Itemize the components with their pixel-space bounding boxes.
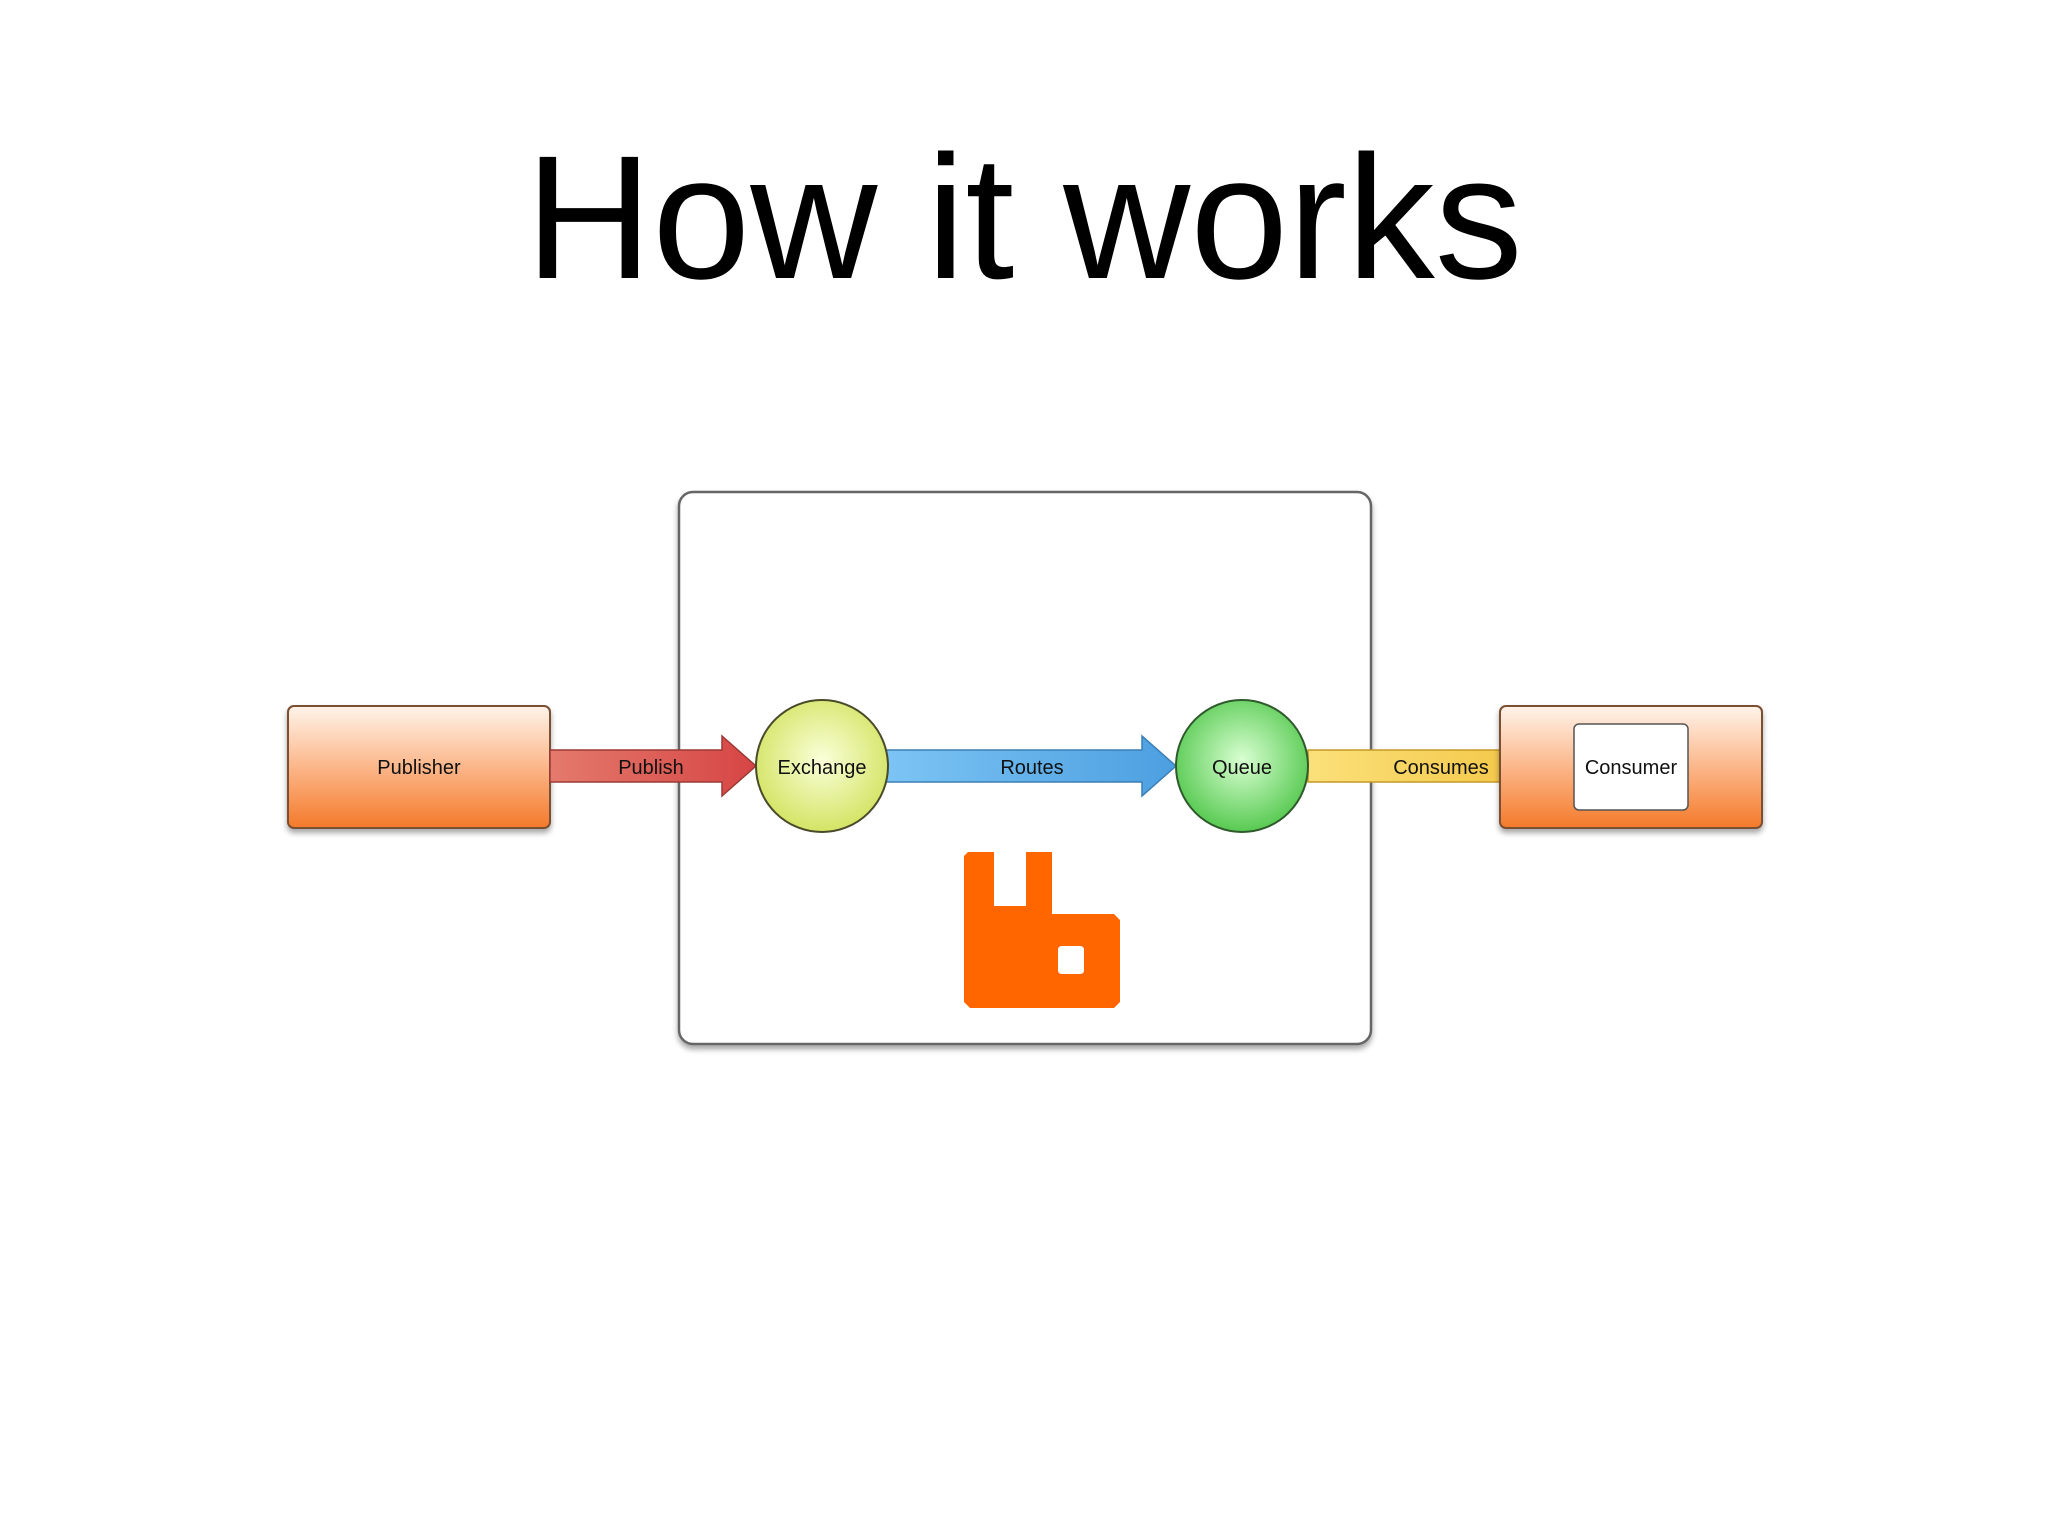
- exchange-node: Exchange: [755, 699, 889, 833]
- publish-label: Publish: [618, 757, 684, 779]
- routes-label: Routes: [1000, 757, 1063, 779]
- consumer-inner-box: [1573, 723, 1689, 811]
- slide-title: How it works: [525, 120, 1523, 316]
- consumer-node: Consumer: [1499, 705, 1763, 829]
- queue-node: Queue: [1175, 699, 1309, 833]
- queue-label: Queue: [1212, 757, 1272, 779]
- rabbitmq-logo-icon: [964, 852, 1120, 1008]
- publisher-node: Publisher: [287, 705, 551, 829]
- consumes-label: Consumes: [1393, 757, 1489, 779]
- routes-arrow: Routes: [885, 734, 1178, 798]
- consumer-label: Consumer: [1585, 757, 1678, 779]
- publisher-label: Publisher: [377, 757, 461, 779]
- publish-arrow: Publish: [549, 734, 758, 798]
- exchange-label: Exchange: [778, 757, 867, 779]
